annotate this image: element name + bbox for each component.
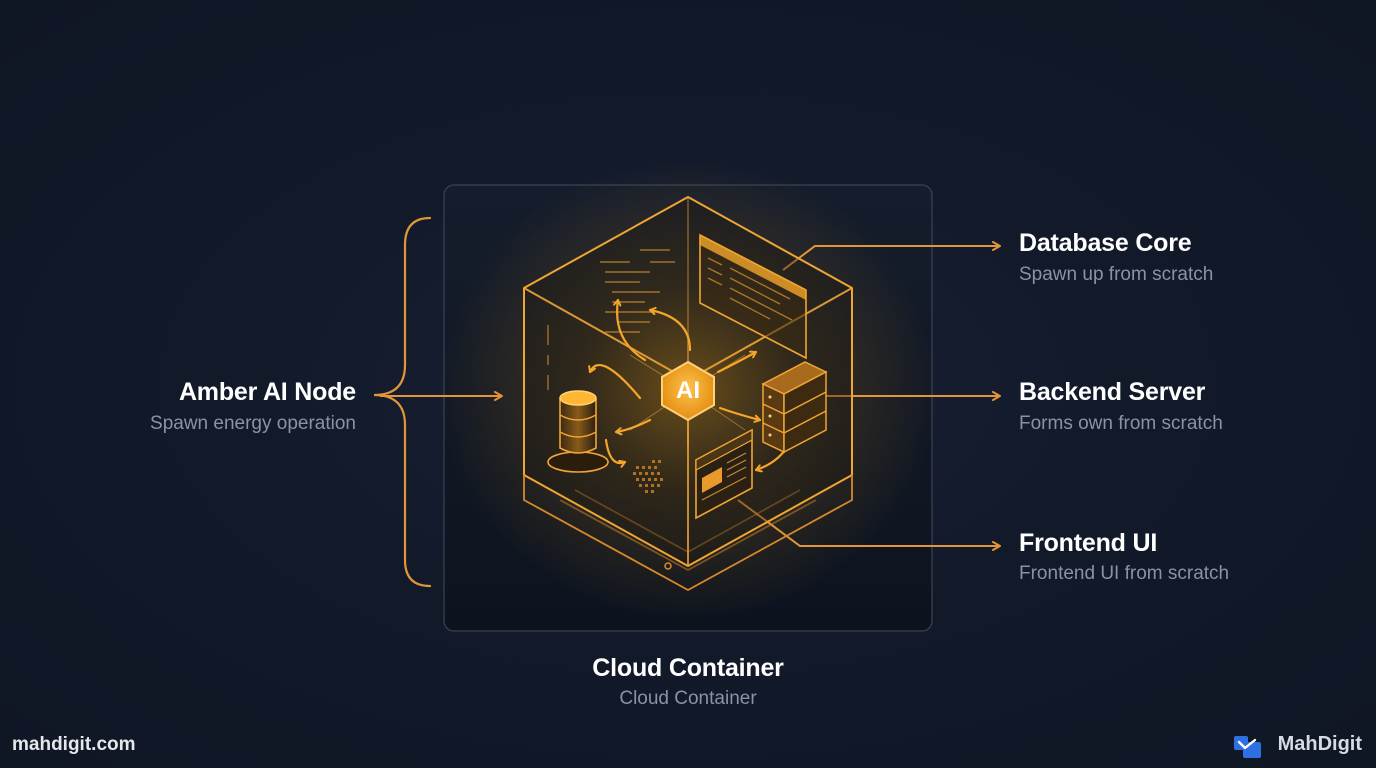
brace-icon [373, 216, 432, 588]
database-core-subtitle: Spawn up from scratch [1019, 264, 1214, 285]
hexagon-icon [661, 360, 715, 422]
data-particles [633, 460, 663, 493]
arrow-icon [782, 241, 1001, 271]
database-icon [547, 390, 609, 473]
flow-arrows [590, 298, 792, 470]
browser-window-icon [699, 233, 807, 360]
arrow-icon [737, 499, 1001, 551]
brand-logo-spacer [1244, 731, 1274, 757]
frontend-ui-subtitle: Frontend UI from scratch [1019, 563, 1230, 584]
brand-logo-icon [1234, 736, 1261, 758]
backend-server-title: Backend Server [1019, 378, 1206, 406]
ai-core-label: AI [676, 377, 700, 404]
server-rack-icon [761, 361, 828, 454]
frontend-ui-title: Frontend UI [1019, 529, 1158, 557]
cloud-container-subtitle: Cloud Container [619, 688, 757, 709]
database-core-title: Database Core [1019, 229, 1192, 257]
brand-name: MahDigit [1277, 732, 1362, 755]
frontend-window-icon [695, 428, 753, 520]
footer-domain-link[interactable]: mahdigit.com [12, 734, 136, 755]
amber-ai-node-title: Amber AI Node [178, 378, 356, 406]
cube-base [523, 475, 853, 592]
cloud-container-title: Cloud Container [592, 654, 784, 682]
backend-server-subtitle: Forms own from scratch [1019, 413, 1223, 434]
amber-ai-node-subtitle: Spawn energy operation [150, 413, 356, 434]
brand-logo: MahDigit [1244, 731, 1362, 757]
code-window-icon [547, 249, 675, 390]
